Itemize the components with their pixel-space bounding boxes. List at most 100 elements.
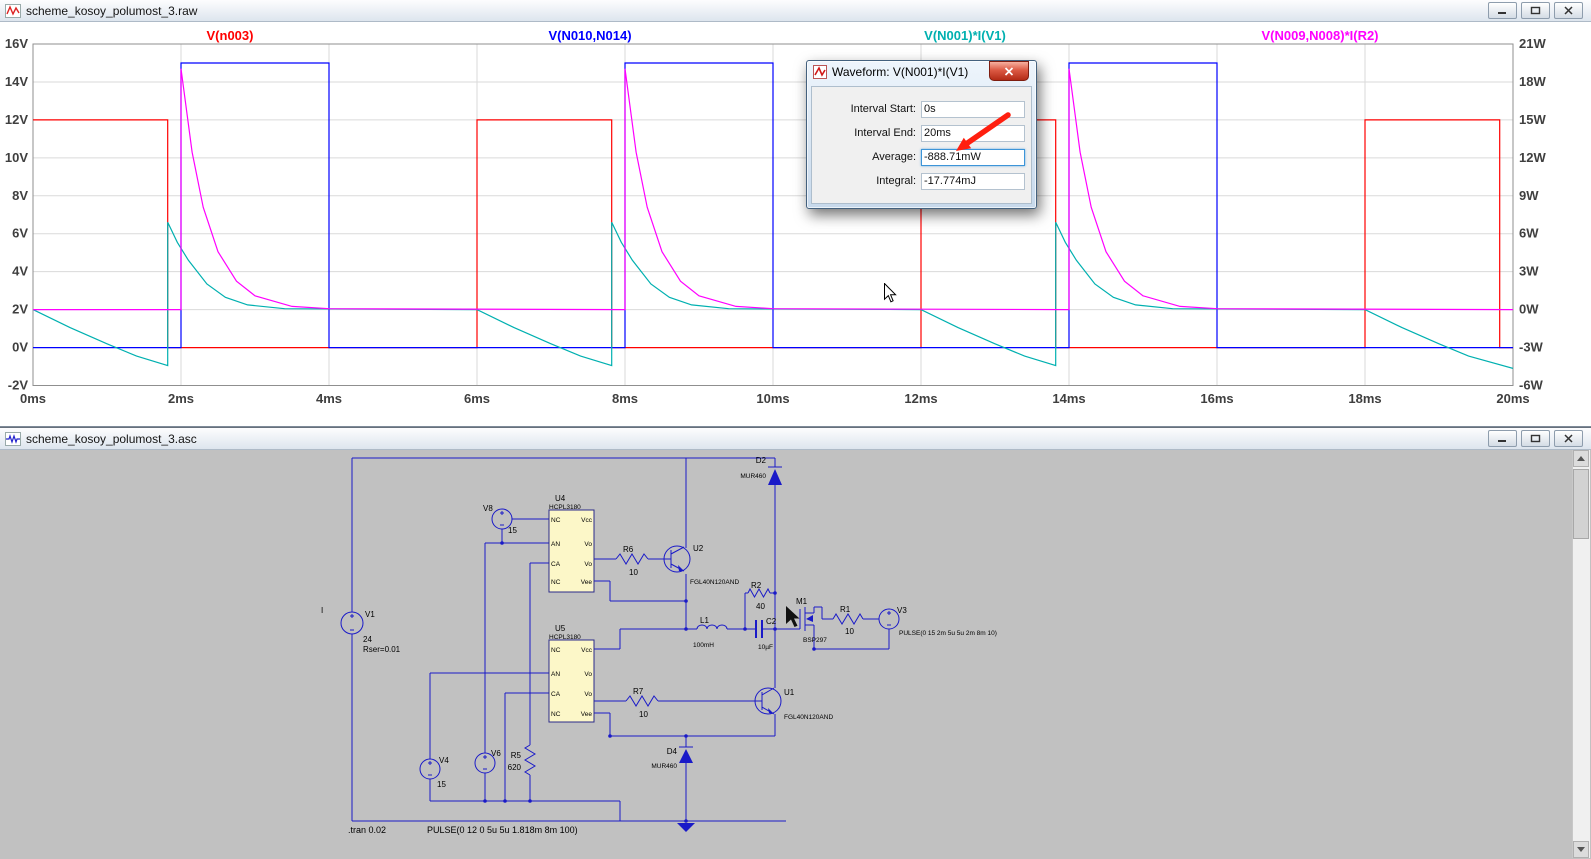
left-axis-tick: 12V (5, 112, 28, 127)
label-u1[interactable]: U1 (784, 688, 795, 697)
label-u5[interactable]: U5 (555, 624, 566, 633)
u4-pin-vee: Vee (581, 579, 593, 586)
label-r5-value[interactable]: 620 (508, 763, 522, 772)
right-axis-tick: -3W (1519, 340, 1544, 355)
schematic-titlebar[interactable]: scheme_kosoy_polumost_3.asc (0, 428, 1591, 450)
label-u4[interactable]: U4 (555, 494, 566, 503)
x-axis-tick: 20ms (1496, 391, 1529, 406)
schematic-vscrollbar[interactable] (1572, 450, 1590, 858)
u5-pin-vo2: Vo (584, 691, 592, 698)
trace-V(N010,N014)[interactable] (33, 63, 1513, 348)
u4-pin-vcc: Vcc (581, 517, 593, 524)
legend-V(N010,N014)[interactable]: V(N010,N014) (548, 28, 631, 43)
label-c2[interactable]: C2 (766, 617, 777, 626)
arrow-down-icon (1577, 847, 1585, 852)
right-axis-tick: 9W (1519, 188, 1539, 203)
label-u5-part[interactable]: HCPL3180 (549, 634, 581, 641)
label-v6[interactable]: V6 (491, 749, 501, 758)
right-axis-tick: 6W (1519, 226, 1539, 241)
sch-close-button[interactable] (1554, 430, 1583, 447)
sch-maximize-button[interactable] (1521, 430, 1550, 447)
label-r1[interactable]: R1 (840, 605, 851, 614)
scroll-down-button[interactable] (1573, 841, 1589, 858)
label-r2[interactable]: R2 (751, 581, 762, 590)
waveform-titlebar[interactable]: scheme_kosoy_polumost_3.raw (0, 0, 1591, 22)
close-button[interactable] (1554, 2, 1583, 19)
left-axis-tick: 0V (12, 340, 28, 355)
right-axis-tick: 18W (1519, 74, 1546, 89)
label-m1[interactable]: M1 (796, 597, 808, 606)
label-v3[interactable]: V3 (897, 606, 907, 615)
label-d2[interactable]: D2 (756, 456, 767, 465)
scroll-thumb[interactable] (1573, 469, 1589, 539)
left-axis-tick: 2V (12, 302, 28, 317)
waveform-plot[interactable]: 16V21W14V18W12V15W10V12W8V9W6V6W4V3W2V0W… (0, 22, 1591, 427)
label-d4[interactable]: D4 (667, 747, 678, 756)
label-r2-value[interactable]: 40 (756, 602, 765, 611)
scroll-up-button[interactable] (1573, 450, 1589, 467)
label-r7-value[interactable]: 10 (639, 710, 648, 719)
label-r7[interactable]: R7 (633, 687, 644, 696)
u4-pin-vo1: Vo (584, 541, 592, 548)
label-v1-rser[interactable]: Rser=0.01 (363, 645, 401, 654)
u4-pin-nc1: NC (551, 517, 561, 524)
label-u1-part[interactable]: FGL40N120AND (784, 714, 833, 721)
label-l1-value[interactable]: 100mH (693, 642, 714, 649)
maximize-button[interactable] (1521, 2, 1550, 19)
u5-pin-nc1: NC (551, 647, 561, 654)
label-r6-value[interactable]: 10 (629, 568, 638, 577)
right-axis-tick: 12W (1519, 150, 1546, 165)
integral-input[interactable] (921, 173, 1025, 190)
label-m1-part[interactable]: BSP297 (803, 637, 827, 644)
u5-pin-nc2: NC (551, 711, 561, 718)
label-c2-value[interactable]: 10µF (758, 644, 773, 651)
x-axis-tick: 18ms (1348, 391, 1381, 406)
label-v4[interactable]: V4 (439, 756, 449, 765)
ltspice-logo-icon (813, 65, 827, 79)
label-v8-value[interactable]: 15 (508, 526, 517, 535)
label-l1[interactable]: L1 (700, 616, 709, 625)
arrow-up-icon (1577, 456, 1585, 461)
interval-end-label: Interval End: (812, 127, 921, 139)
schematic-window: scheme_kosoy_polumost_3.asc (0, 427, 1591, 859)
right-axis-tick: 15W (1519, 112, 1546, 127)
u5-pin-vo1: Vo (584, 671, 592, 678)
left-axis-tick: 6V (12, 226, 28, 241)
label-v1-value[interactable]: 24 (363, 635, 372, 644)
u5-pin-vee: Vee (581, 711, 593, 718)
label-v4-value[interactable]: 15 (437, 780, 446, 789)
legend-V(N001)*I(V1)[interactable]: V(N001)*I(V1) (924, 28, 1006, 43)
label-tran-directive[interactable]: .tran 0.02 (348, 825, 386, 835)
legend-V(N009,N008)*I(R2)[interactable]: V(N009,N008)*I(R2) (1261, 28, 1378, 43)
u5-pin-an: AN (551, 671, 560, 678)
minimize-button[interactable] (1488, 2, 1517, 19)
label-d4-part[interactable]: MUR460 (651, 763, 677, 770)
schematic-background[interactable] (0, 450, 1591, 859)
label-u4-part[interactable]: HCPL3180 (549, 504, 581, 511)
dialog-close-button[interactable] (989, 61, 1029, 81)
x-axis-tick: 12ms (904, 391, 937, 406)
interval-start-label: Interval Start: (812, 103, 921, 115)
label-r6[interactable]: R6 (623, 545, 634, 554)
sch-minimize-button[interactable] (1488, 430, 1517, 447)
integral-label: Integral: (812, 175, 921, 187)
waveform-window: scheme_kosoy_polumost_3.raw 16V21W14V18W… (0, 0, 1591, 427)
x-axis-tick: 14ms (1052, 391, 1085, 406)
label-v8[interactable]: V8 (483, 504, 493, 513)
label-v3-pulse[interactable]: PULSE(0 15 2m 5u 5u 2m 8m 10) (899, 630, 997, 637)
label-i[interactable]: I (321, 606, 323, 615)
label-d2-part[interactable]: MUR460 (740, 473, 766, 480)
legend-V(n003)[interactable]: V(n003) (207, 28, 254, 43)
label-r5[interactable]: R5 (511, 751, 522, 760)
average-label: Average: (812, 151, 921, 163)
label-u2[interactable]: U2 (693, 544, 704, 553)
dialog-title: Waveform: V(N001)*I(V1) (832, 65, 968, 79)
left-axis-tick: 14V (5, 74, 28, 89)
schematic-icon (5, 432, 21, 446)
schematic-canvas[interactable]: I V1 24 Rser=0.01 V8 15 U4 HCPL3180 U5 H… (0, 450, 1591, 859)
label-pulse-directive[interactable]: PULSE(0 12 0 5u 5u 1.818m 8m 100) (427, 825, 578, 835)
label-u2-part[interactable]: FGL40N120AND (690, 579, 739, 586)
label-r1-value[interactable]: 10 (845, 627, 854, 636)
label-v1[interactable]: V1 (365, 610, 375, 619)
right-axis-tick: 0W (1519, 302, 1539, 317)
